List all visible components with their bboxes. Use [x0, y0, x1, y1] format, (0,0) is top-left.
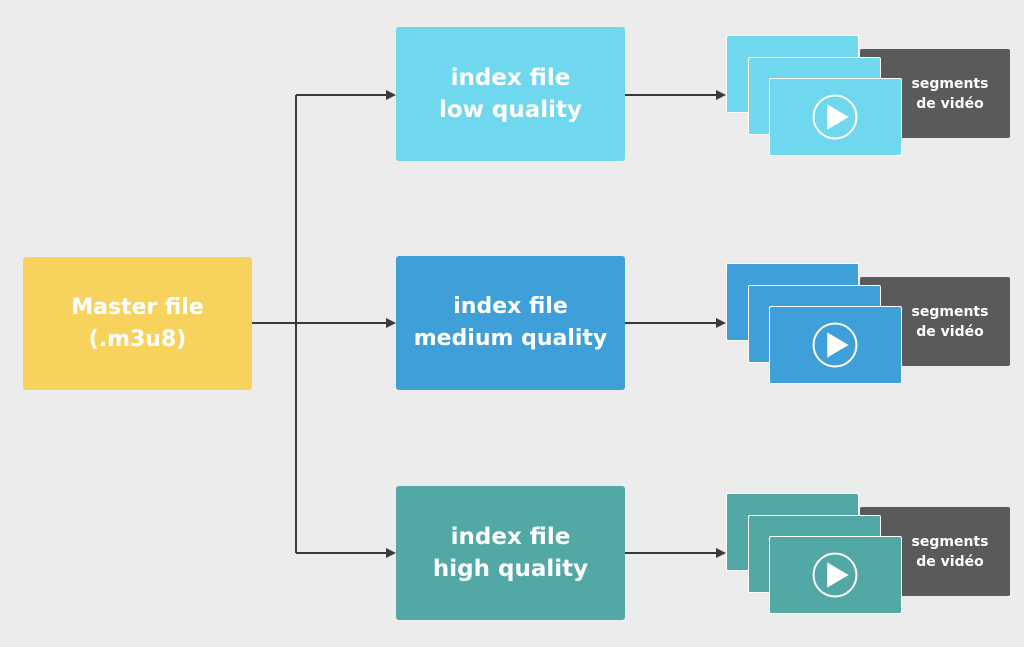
index-file-medium-quality: medium quality [413, 326, 608, 351]
video-segment-card [769, 306, 902, 384]
segments-label-line2: de vidéo [916, 553, 984, 570]
master-file-title: Master file [71, 294, 204, 320]
index-file-low-quality: low quality [438, 97, 583, 123]
segments-label-line2: de vidéo [916, 95, 984, 112]
video-segment-card [769, 78, 902, 156]
index-file-low-title: index file [450, 65, 571, 91]
segments-label-line2: de vidéo [916, 323, 984, 340]
index-file-low-box: index file low quality [396, 27, 625, 161]
master-file-extension: (.m3u8) [88, 326, 187, 352]
segments-label-line1: segments [911, 303, 989, 320]
play-icon [812, 322, 858, 368]
segments-group-medium: segments de vidéo [726, 263, 1012, 387]
index-file-medium-title: index file [453, 294, 568, 319]
index-file-high-title: index file [450, 524, 571, 550]
video-segment-card [769, 536, 902, 614]
index-file-high-quality: high quality [432, 556, 589, 582]
segments-group-low: segments de vidéo [726, 35, 1012, 159]
segments-group-high: segments de vidéo [726, 493, 1012, 617]
index-file-medium-box: index file medium quality [396, 256, 625, 390]
master-file-box: Master file (.m3u8) [23, 257, 252, 390]
play-icon [812, 94, 858, 140]
segments-label-line1: segments [911, 533, 989, 550]
play-icon [812, 552, 858, 598]
index-file-high-box: index file high quality [396, 486, 625, 620]
segments-label-line1: segments [911, 75, 989, 92]
